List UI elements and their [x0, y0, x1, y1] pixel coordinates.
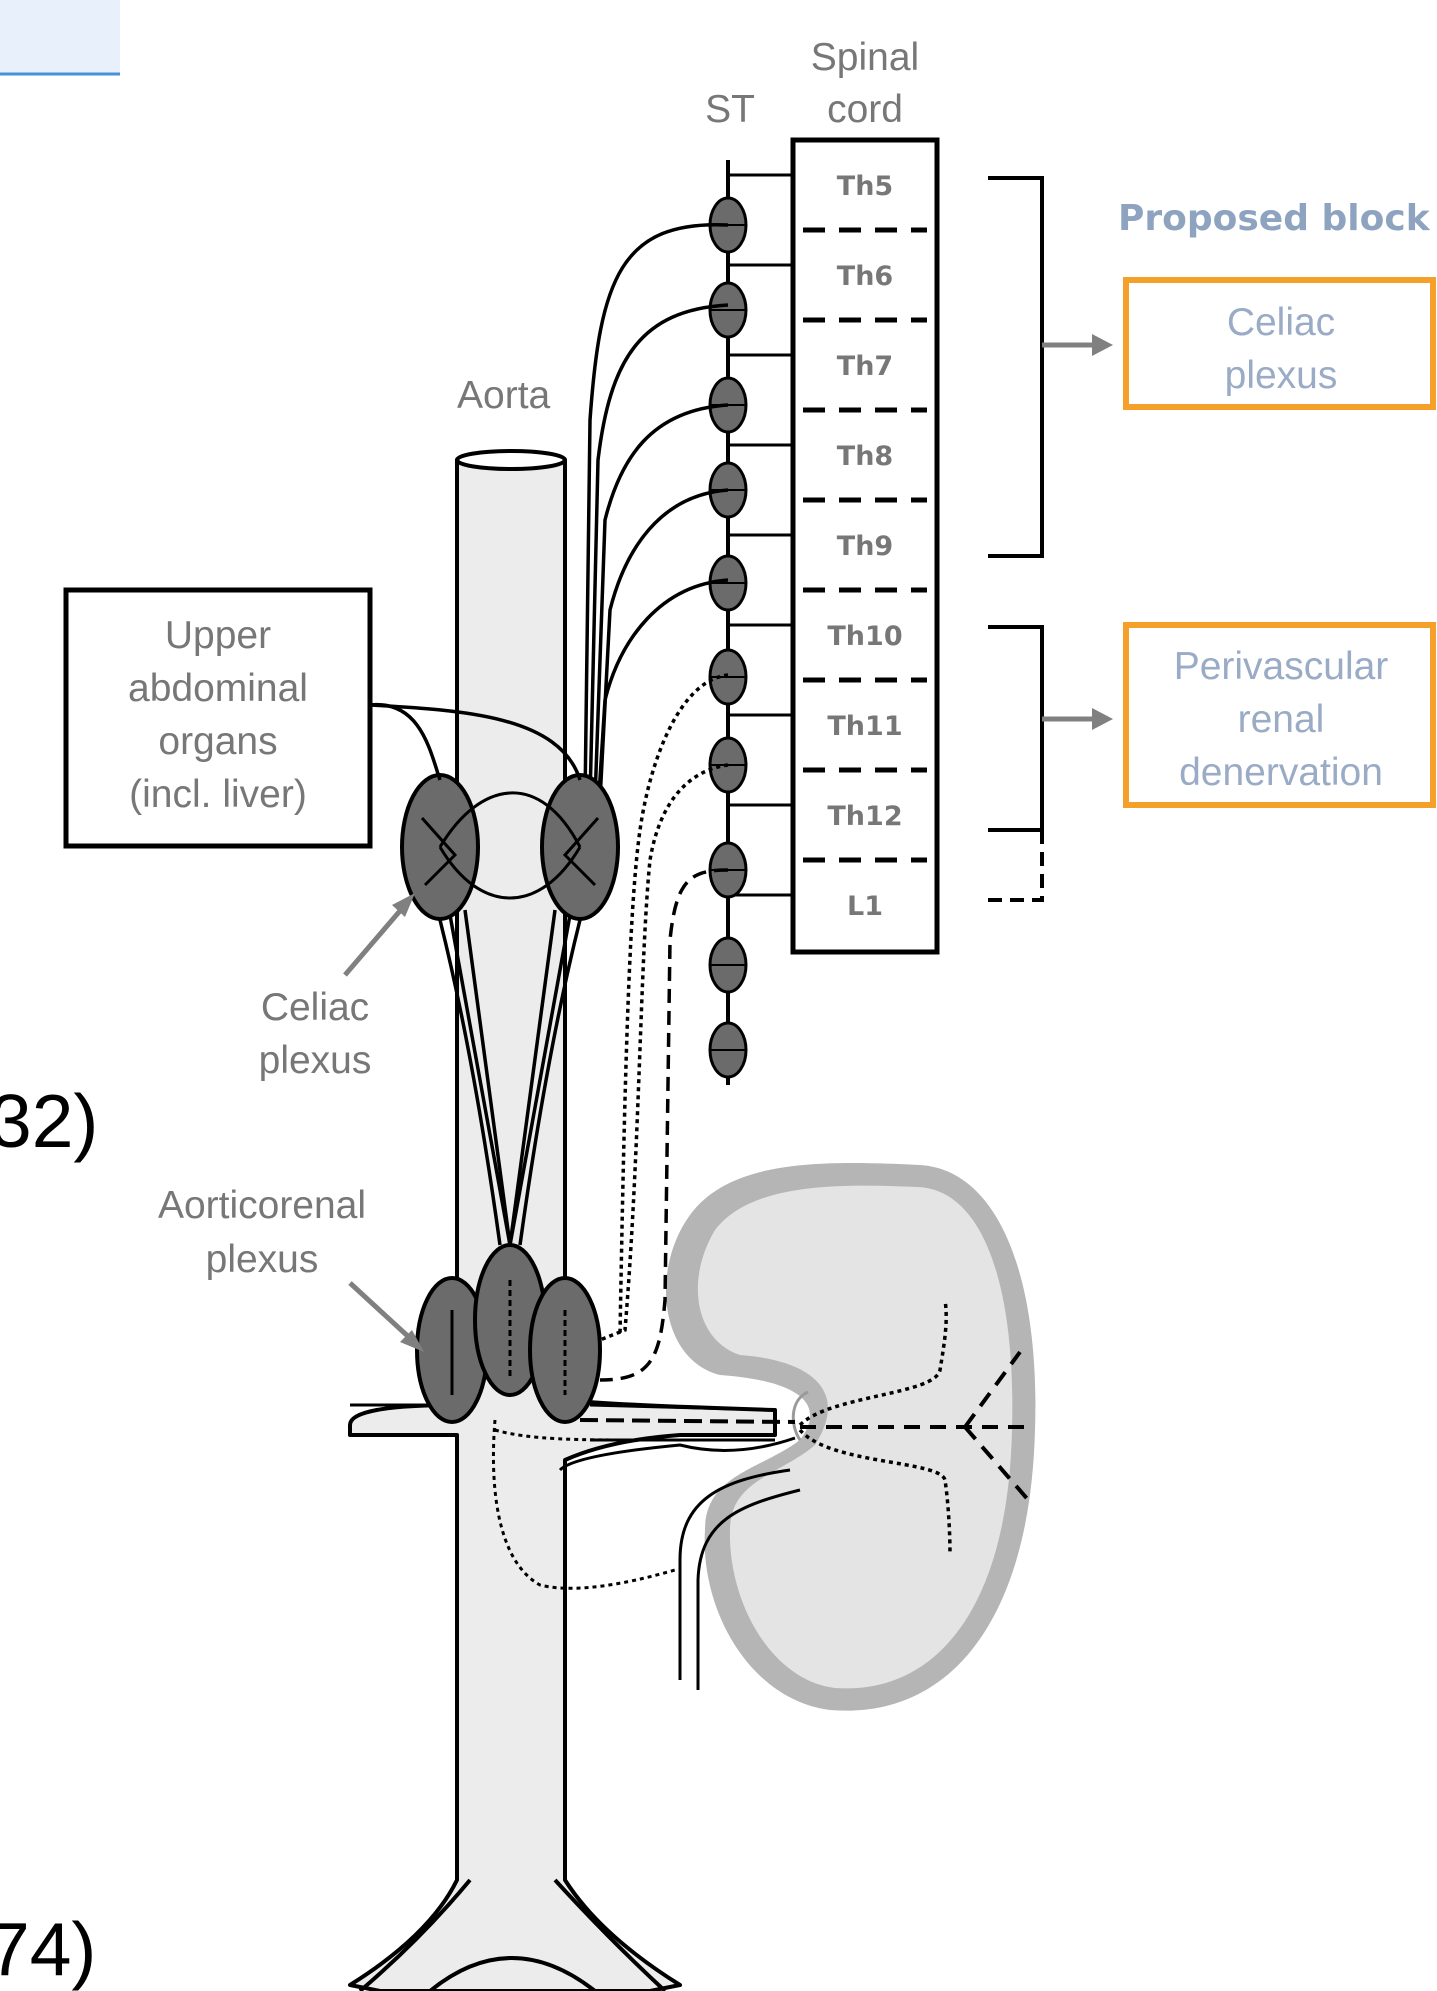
celiac-block-arrowhead	[1092, 334, 1113, 356]
segment-label: Th11	[827, 711, 902, 742]
celiac-bracket	[988, 178, 1042, 556]
segment-label: Th9	[837, 531, 893, 562]
renal-block-arrowhead	[1092, 708, 1113, 730]
upper-abdominal-label-line2: abdominal	[128, 667, 308, 710]
renal-bracket	[988, 627, 1042, 830]
segment-label: Th5	[837, 171, 893, 202]
segment-label: L1	[847, 891, 883, 922]
aorticorenal-ganglia	[417, 1245, 600, 1422]
aorta-label: Aorta	[457, 374, 551, 417]
spinal-cord-label-line1: Spinal	[811, 36, 919, 79]
renal-block-label-line3: denervation	[1179, 751, 1383, 794]
celiac-plexus-label-line1: Celiac	[261, 986, 369, 1029]
aorticorenal-pointer-arrow	[350, 1283, 412, 1340]
fragment-text: 74)	[0, 1907, 96, 1991]
celiac-plexus-label-line2: plexus	[259, 1039, 372, 1082]
renal-block-label-line1: Perivascular	[1174, 645, 1389, 688]
segment-label: Th6	[837, 261, 893, 292]
celiac-block-label-line1: Celiac	[1227, 301, 1335, 344]
segment-label: Th10	[827, 621, 902, 652]
spinal-cord-label-line2: cord	[827, 88, 903, 131]
segment-label: Th7	[837, 351, 893, 382]
celiac-block-label-line2: plexus	[1225, 354, 1338, 397]
segment-label: Th8	[837, 441, 893, 472]
aorticorenal-plexus-label-line1: Aorticorenal	[158, 1184, 366, 1227]
organ-nerve	[370, 705, 440, 780]
renal-block-label-line2: renal	[1238, 698, 1325, 741]
aorticorenal-plexus-label-line2: plexus	[206, 1238, 319, 1281]
renal-bracket-dashed	[988, 830, 1042, 900]
selection-highlight	[0, 0, 120, 74]
upper-abdominal-label-line3: organs	[158, 720, 277, 763]
celiac-pointer-arrow	[345, 905, 405, 975]
st-label: ST	[705, 88, 755, 131]
upper-abdominal-label-line1: Upper	[165, 614, 271, 657]
segment-label: Th12	[827, 801, 902, 832]
proposed-block-header: Proposed block	[1118, 198, 1431, 239]
upper-abdominal-label-line4: (incl. liver)	[129, 773, 307, 816]
fragment-text: 32)	[0, 1079, 98, 1163]
